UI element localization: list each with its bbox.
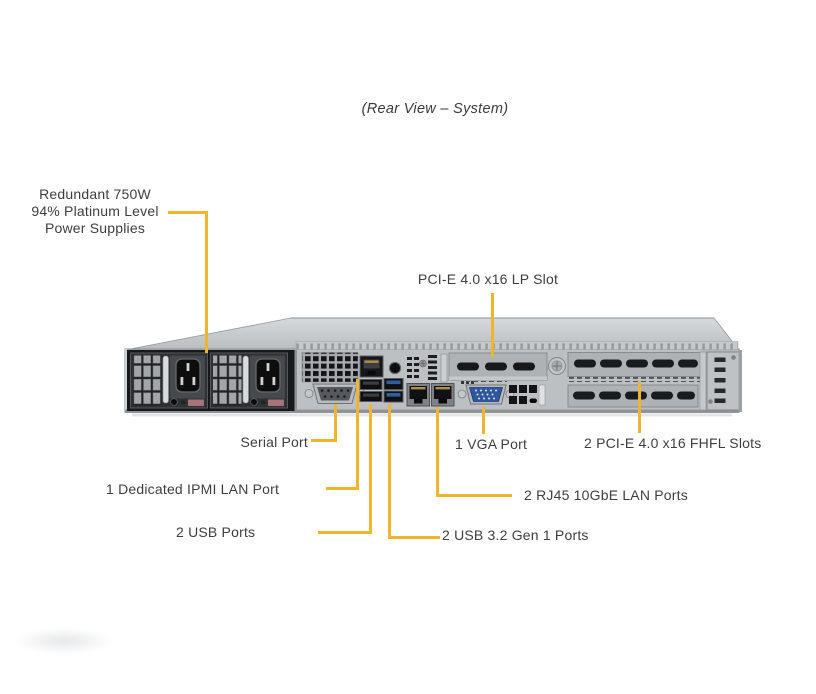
usb2-ports [359, 379, 383, 402]
lp-bracket-edge [440, 353, 448, 383]
serial-leader-line [311, 439, 337, 442]
usb2-callout-label: 2 USB Ports [176, 524, 256, 540]
latch-strip [538, 384, 546, 406]
psu-leader-line [168, 211, 208, 214]
lp-slot-leader-line [491, 293, 494, 357]
ipmi-callout-label: 1 Dedicated IPMI LAN Port [106, 481, 280, 497]
usb2-leader-line [369, 404, 372, 534]
psu-led [261, 400, 265, 405]
vent-grid [301, 352, 359, 383]
power-supply-module-2 [210, 352, 288, 409]
psu-handle [242, 355, 249, 404]
lan-leader-line [436, 407, 439, 497]
panel-screw-icon [419, 359, 427, 368]
lan-leader-line [436, 494, 512, 497]
serial-callout-label: Serial Port [240, 434, 308, 450]
rack-ear [699, 350, 742, 412]
lp-slot [448, 352, 548, 381]
psu-button [250, 398, 258, 406]
fhfl-leader-line [638, 382, 641, 433]
psu-callout-line3: Power Supplies [44, 220, 146, 236]
usb3-ports [383, 378, 404, 403]
ipmi-lan-port [359, 355, 384, 378]
lan-ports [406, 383, 455, 407]
usb3-leader-line [388, 536, 440, 539]
lp-slot-callout-label: PCI-E 4.0 x16 LP Slot [417, 271, 559, 287]
chassis-bottom-edge [125, 409, 739, 413]
vga-leader-line [482, 407, 485, 434]
vga-callout-label: 1 VGA Port [455, 436, 528, 452]
power-supply-bay [127, 350, 297, 411]
rear-panel-vents [509, 385, 537, 404]
vga-port [457, 384, 515, 405]
ipmi-leader-line [326, 487, 359, 490]
round-connector-hole [388, 361, 402, 375]
figure-title: (Rear View – System) [361, 101, 509, 117]
chassis-shadow [132, 413, 732, 417]
serial-port [304, 383, 366, 404]
io-vent-dashes [407, 355, 437, 380]
serial-leader-line [334, 404, 337, 442]
psu-leader-line [205, 211, 208, 353]
fhfl-callout-label: 2 PCI-E 4.0 x16 FHFL Slots [584, 435, 762, 451]
psu-latch [268, 399, 284, 406]
psu-grille [133, 355, 162, 406]
top-vent-serration [295, 341, 739, 350]
psu-callout-line1: Redundant 750W [39, 186, 151, 202]
usb2-leader-line [318, 531, 372, 534]
usb3-callout-label: 2 USB 3.2 Gen 1 Ports [442, 527, 589, 543]
slot-divider-dots [566, 377, 706, 382]
ipmi-leader-line [356, 379, 359, 490]
psu-latch [188, 399, 204, 406]
thumbscrew-icon [548, 357, 566, 375]
fhfl-slots [566, 352, 706, 408]
psu-led [181, 400, 185, 405]
power-supply-module-1 [130, 352, 208, 409]
usb3-leader-line [388, 404, 391, 539]
psu-button [170, 398, 178, 406]
psu-handle [162, 355, 169, 404]
psu-grille [213, 355, 242, 406]
psu-callout-line2: 94% Platinum Level [31, 203, 159, 219]
lan-callout-label: 2 RJ45 10GbE LAN Ports [524, 487, 688, 503]
micro-dots [461, 381, 474, 384]
psu-callout-label: Redundant 750W 94% Platinum Level Power … [20, 186, 170, 237]
faint-watermark-smudge [14, 628, 114, 654]
